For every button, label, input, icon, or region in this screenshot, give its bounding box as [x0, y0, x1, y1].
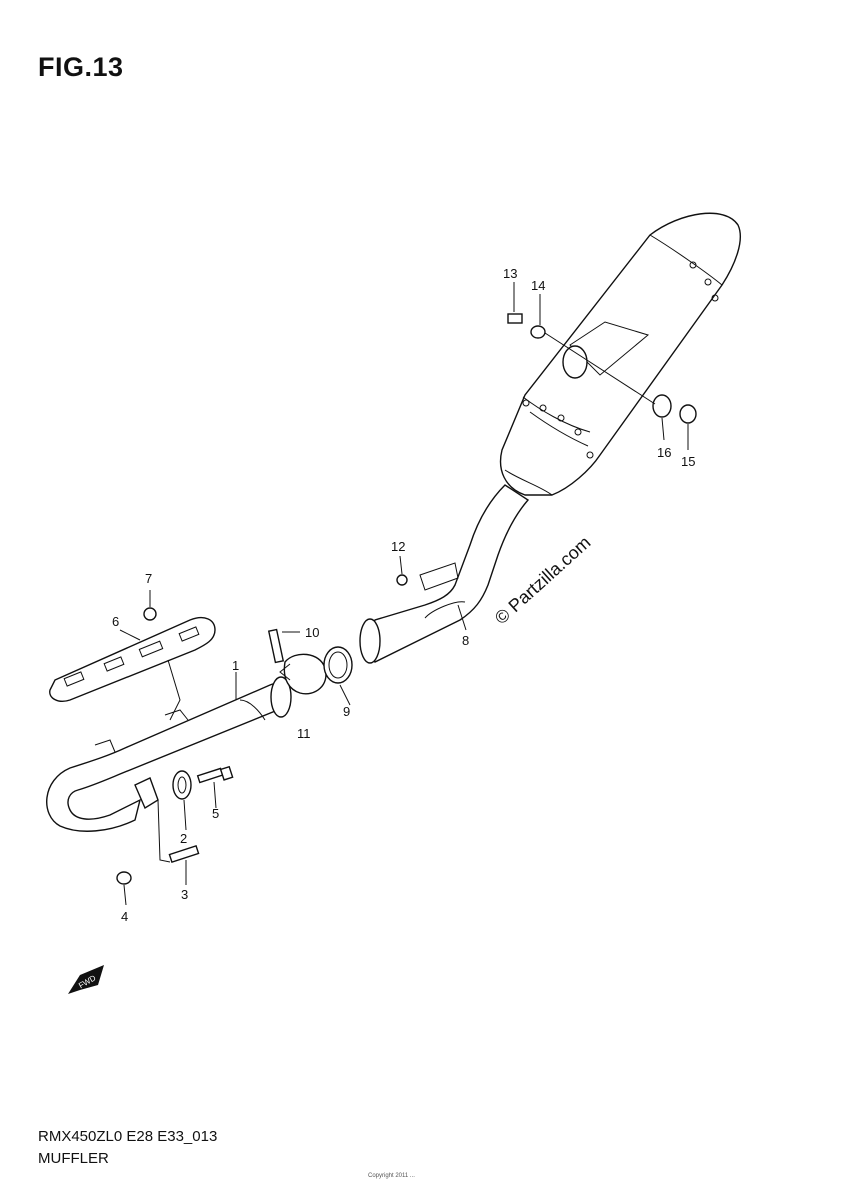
part-number-7: 7 — [145, 571, 152, 586]
clamp-11 — [279, 653, 327, 695]
cushion-16 — [652, 394, 672, 418]
part-number-10: 10 — [305, 625, 319, 640]
part-number-8: 8 — [462, 633, 469, 648]
muffler-pipe — [359, 484, 530, 664]
exhaust-pipe — [46, 676, 292, 832]
part-number-1: 1 — [232, 658, 239, 673]
washer-14 — [530, 325, 546, 339]
part-number-13: 13 — [503, 266, 517, 281]
gasket-2 — [172, 770, 192, 800]
figure-title: FIG.13 — [38, 52, 124, 82]
heat-shield — [49, 616, 216, 702]
stud-bolt-3 — [168, 844, 200, 864]
part-number-6: 6 — [112, 614, 119, 629]
nut-4 — [116, 871, 132, 885]
fwd-arrow-icon: FWD — [68, 965, 104, 994]
bolt-12 — [396, 574, 408, 586]
part-number-11: 11 — [297, 726, 311, 741]
bolt-15 — [679, 404, 697, 424]
part-number-16: 16 — [657, 445, 671, 460]
part-number-2: 2 — [180, 831, 187, 846]
part-number-15: 15 — [681, 454, 695, 469]
diagram-subtitle: MUFFLER — [38, 1150, 109, 1167]
part-number-4: 4 — [121, 909, 128, 924]
muffler-body — [499, 212, 742, 496]
leader-lines — [119, 282, 689, 906]
copyright-note: Copyright 2011 ... — [368, 1173, 415, 1179]
gasket-9 — [323, 646, 353, 684]
bolt-5 — [196, 765, 234, 784]
part-number-5: 5 — [212, 806, 219, 821]
part-number-14: 14 — [531, 278, 545, 293]
bolt-13 — [507, 313, 523, 324]
part-number-12: 12 — [391, 539, 405, 554]
bolt-7 — [143, 607, 157, 621]
bolt-10 — [267, 628, 285, 664]
diagram-code: RMX450ZL0 E28 E33_013 — [38, 1128, 218, 1145]
part-number-9: 9 — [343, 704, 350, 719]
part-number-labels: 1 2 3 4 5 6 7 8 9 10 11 12 13 14 15 16 — [112, 266, 695, 924]
part-number-3: 3 — [181, 887, 188, 902]
